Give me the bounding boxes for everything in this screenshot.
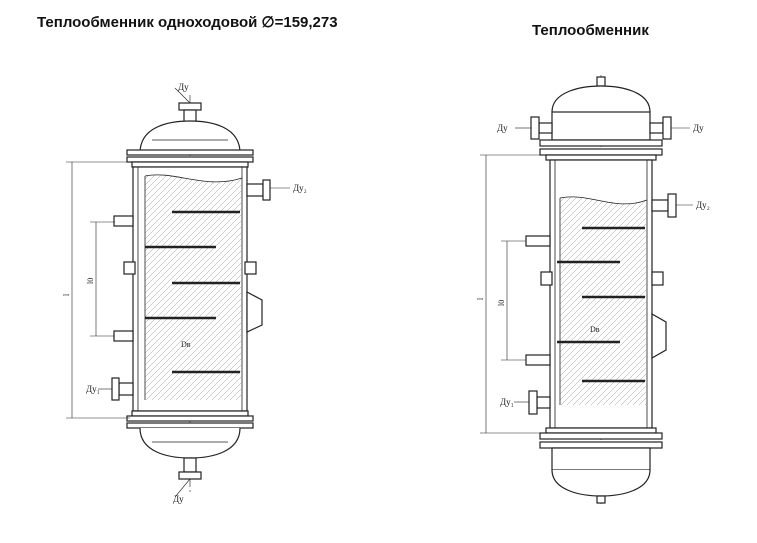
label-nozzle-right-top: Ду [693, 123, 704, 133]
label-nozzle-left-bottom: Ду₁ [86, 384, 100, 394]
baffles [557, 226, 645, 383]
label-dim-inner: l0 [497, 300, 506, 306]
nozzle-right [246, 179, 271, 201]
label-diameter: Dв [181, 340, 191, 349]
supports [540, 271, 667, 360]
label-nozzle-top: Ду [178, 82, 189, 92]
top-flange [126, 149, 254, 168]
bottom-flange [126, 410, 254, 429]
top-dome [139, 120, 241, 154]
label-nozzle-bottom: Ду [173, 494, 184, 504]
bottom-flange [539, 427, 663, 449]
bottom-dome [551, 469, 651, 497]
supports [123, 261, 263, 333]
label-nozzle-left-bottom: Ду₁ [500, 397, 514, 407]
label-nozzle-right: Ду₂ [293, 183, 307, 193]
baffles [145, 210, 240, 374]
cutaway-section [145, 174, 242, 400]
dimension-lines [480, 127, 693, 434]
label-dim-total: l [62, 293, 71, 296]
label-nozzle-right-mid: Ду₂ [696, 200, 710, 210]
drawing-title-right: Теплообменник [532, 22, 649, 39]
heat-exchanger-left [66, 87, 290, 498]
cutaway-section [560, 196, 647, 405]
drawing-title-left: Теплообменник одноходовой ∅=159,273 [37, 14, 338, 31]
dimension-lines [66, 87, 290, 498]
nozzle-right-top [649, 116, 672, 140]
heat-exchanger-right [480, 75, 693, 505]
top-dome [551, 85, 651, 113]
top-flange [539, 139, 663, 161]
label-dim-inner: l0 [86, 278, 95, 284]
label-dim-total: l [476, 297, 485, 300]
label-diameter: Dв [590, 325, 600, 334]
nozzle-left-bottom [111, 377, 134, 401]
nozzle-left-bottom [528, 390, 551, 415]
label-nozzle-left-top: Ду [497, 123, 508, 133]
nozzle-left-top [530, 116, 553, 140]
bottom-nozzle [178, 457, 202, 480]
nozzle-right-mid [651, 193, 677, 218]
bottom-dome [139, 427, 241, 459]
